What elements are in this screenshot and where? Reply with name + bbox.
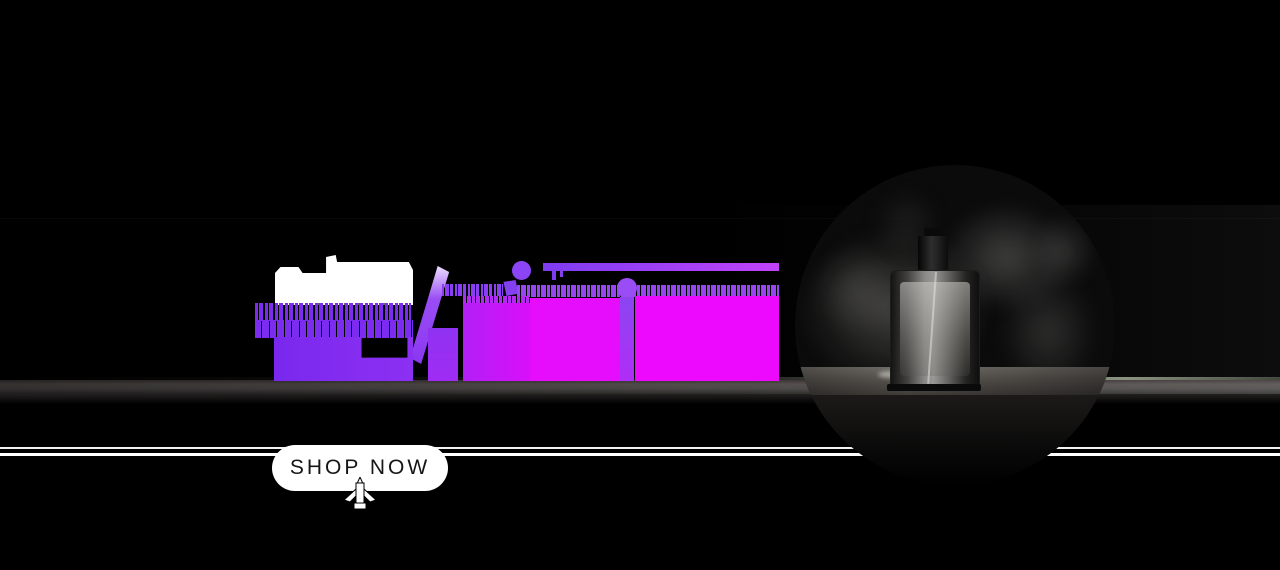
headline-fragment-top-band	[543, 263, 779, 271]
headline-fragment-tick	[552, 271, 556, 280]
bottle-nozzle	[924, 228, 942, 236]
headline-fragment-magenta-block	[530, 298, 620, 381]
photo-lower-shadow	[795, 395, 1115, 485]
headline-fragment-magenta-block	[635, 296, 779, 381]
smoke-wisp	[1019, 197, 1109, 306]
shelf-shadow-fade	[0, 394, 1280, 404]
perfume-bottle	[887, 228, 982, 391]
headline-fragment-bar	[442, 284, 503, 296]
click-cursor-icon	[343, 475, 377, 510]
headline-fragment-dot	[617, 278, 637, 298]
divider-line-bottom	[0, 453, 1280, 456]
headline-fragment-block	[428, 328, 458, 381]
headline-fragment-tail	[503, 280, 519, 296]
divider-line-top	[0, 447, 1280, 449]
bottle-cap	[918, 236, 948, 270]
product-photo-circle	[795, 165, 1115, 485]
headline-fragment-fringe	[463, 296, 530, 304]
headline-fragment-stripe-band	[517, 285, 779, 297]
shop-now-label: SHOP NOW	[289, 456, 431, 479]
headline-fragment-dot	[512, 261, 531, 280]
headline-fragment-striped-row	[255, 320, 413, 338]
headline-fragment-vertical-bar	[620, 297, 634, 381]
bottle-base-shadow	[887, 384, 981, 391]
headline-fragment-tick	[560, 271, 563, 277]
headline-fragment-striped-row	[255, 303, 411, 321]
headline-fragment-block	[463, 303, 530, 381]
